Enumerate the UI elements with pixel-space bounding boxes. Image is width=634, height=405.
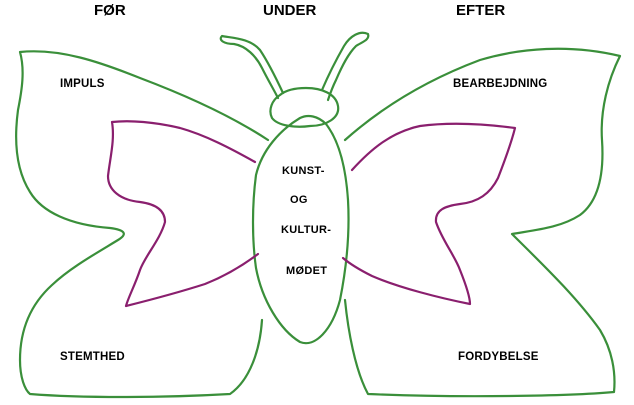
left-inner-wing bbox=[106, 120, 260, 308]
left-wing-outline bbox=[15, 50, 270, 399]
wing-label-top-left: IMPULS bbox=[60, 78, 105, 90]
header-after: EFTER bbox=[456, 2, 506, 19]
right-wing-outline bbox=[343, 47, 622, 398]
body-text-line-1: KUNST- bbox=[282, 165, 325, 177]
body-outline bbox=[251, 114, 350, 345]
wing-label-bottom-right: FORDYBELSE bbox=[458, 351, 539, 363]
header-before: FØR bbox=[94, 2, 126, 19]
wing-label-top-right: BEARBEJDNING bbox=[453, 78, 548, 90]
header-during: UNDER bbox=[263, 2, 317, 19]
wing-label-bottom-left: STEMTHED bbox=[60, 351, 125, 363]
right-inner-wing bbox=[341, 122, 517, 306]
head-outline bbox=[269, 86, 340, 128]
body-text-line-4: MØDET bbox=[286, 265, 328, 277]
right-antenna bbox=[320, 31, 370, 102]
body-text-line-2: OG bbox=[290, 194, 308, 206]
body-text-line-3: KULTUR- bbox=[281, 224, 332, 236]
left-antenna bbox=[219, 34, 285, 100]
